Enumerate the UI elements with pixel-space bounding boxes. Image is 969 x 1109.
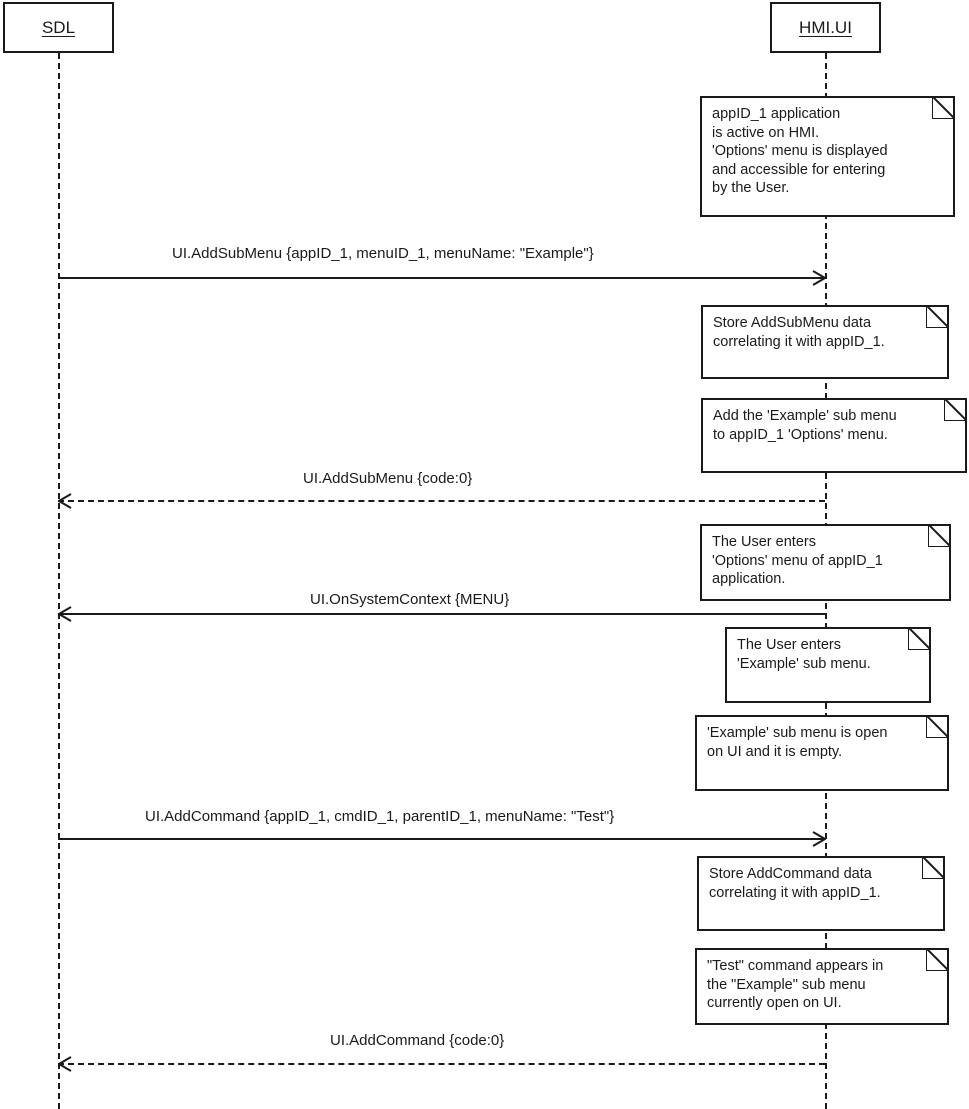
note-store-addsubmenu: Store AddSubMenu data correlating it wit… [701, 305, 949, 379]
note-appid1-active: appID_1 application is active on HMI. 'O… [700, 96, 955, 217]
message-line [58, 1063, 825, 1065]
note-text: "Test" command appears in the "Example" … [707, 958, 884, 1011]
note-store-addcommand: Store AddCommand data correlating it wit… [697, 856, 945, 931]
message-onsystemcontext[interactable] [58, 606, 825, 622]
note-test-command-appears: "Test" command appears in the "Example" … [695, 948, 949, 1025]
note-fold-icon [926, 305, 949, 328]
message-line [58, 500, 825, 502]
note-fold-icon [922, 856, 945, 879]
message-addcommand-request-label: UI.AddCommand {appID_1, cmdID_1, parentI… [145, 808, 615, 825]
arrowhead-right-icon [812, 270, 826, 286]
message-line [58, 277, 825, 279]
participant-hmi-ui[interactable]: HMI.UI [770, 2, 881, 53]
message-line [58, 838, 825, 840]
note-fold-icon [926, 948, 949, 971]
message-addsubmenu-response-label: UI.AddSubMenu {code:0} [303, 470, 473, 487]
note-text: Store AddCommand data correlating it wit… [709, 866, 881, 901]
note-fold-icon [908, 627, 931, 650]
note-user-enters-example: The User enters 'Example' sub menu. [725, 627, 931, 703]
note-text: The User enters 'Example' sub menu. [737, 637, 871, 672]
arrowhead-right-icon [812, 831, 826, 847]
participant-hmi-ui-label: HMI.UI [799, 18, 852, 37]
note-fold-icon [944, 398, 967, 421]
note-fold-icon [932, 96, 955, 119]
note-text: The User enters 'Options' menu of appID_… [712, 534, 883, 587]
arrowhead-left-icon [58, 606, 72, 622]
message-line [58, 613, 825, 615]
note-add-example-submenu: Add the 'Example' sub menu to appID_1 'O… [701, 398, 967, 473]
message-addsubmenu-response[interactable] [58, 493, 825, 509]
note-example-submenu-open: 'Example' sub menu is open on UI and it … [695, 715, 949, 791]
note-text: Add the 'Example' sub menu to appID_1 'O… [713, 408, 897, 443]
message-addcommand-response-label: UI.AddCommand {code:0} [330, 1032, 505, 1049]
participant-sdl-label: SDL [41, 18, 76, 37]
message-onsystemcontext-label: UI.OnSystemContext {MENU} [310, 591, 510, 608]
message-addsubmenu-request-label: UI.AddSubMenu {appID_1, menuID_1, menuNa… [172, 245, 594, 262]
note-text: appID_1 application is active on HMI. 'O… [712, 106, 888, 196]
note-text: Store AddSubMenu data correlating it wit… [713, 315, 885, 350]
arrowhead-left-icon [58, 493, 72, 509]
message-addcommand-request[interactable] [58, 831, 826, 847]
message-addsubmenu-request[interactable] [58, 270, 826, 286]
note-user-enters-options: The User enters 'Options' menu of appID_… [700, 524, 951, 601]
note-fold-icon [928, 524, 951, 547]
arrowhead-left-icon [58, 1056, 72, 1072]
note-fold-icon [926, 715, 949, 738]
note-text: 'Example' sub menu is open on UI and it … [707, 725, 888, 760]
message-addcommand-response[interactable] [58, 1056, 825, 1072]
lifeline-sdl [58, 53, 60, 1109]
participant-sdl[interactable]: SDL [3, 2, 114, 53]
